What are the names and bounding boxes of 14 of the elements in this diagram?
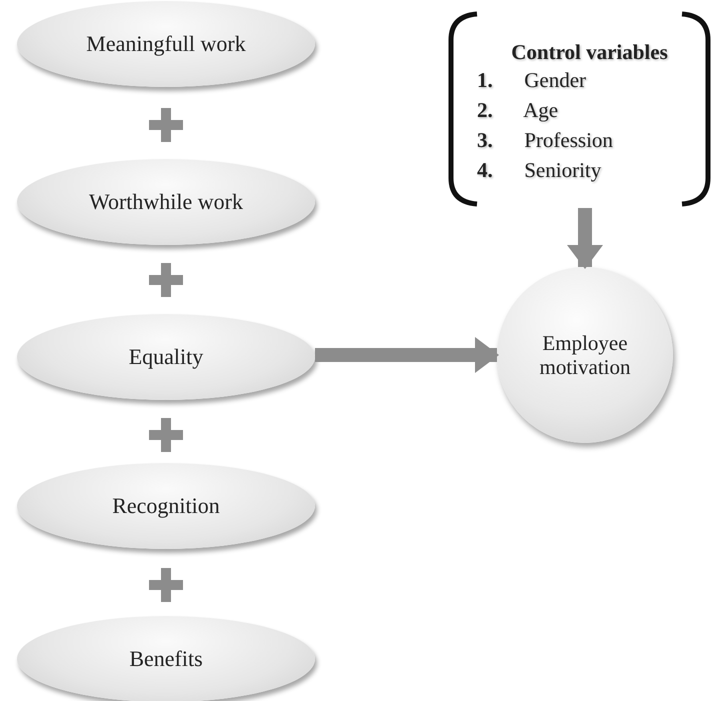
node-label: Benefits	[129, 646, 203, 672]
list-item: 4. Seniority	[477, 157, 602, 184]
bracket-box	[447, 10, 712, 208]
node-label: Equality	[128, 344, 204, 370]
node-label: Meaningfull work	[86, 31, 246, 57]
node-label: Employee motivation	[538, 330, 632, 380]
block-arrow	[315, 337, 499, 373]
node-label: Worthwhile work	[88, 189, 244, 215]
list-item: 1. Gender	[477, 67, 586, 94]
list-item: 3. Profession	[477, 127, 613, 154]
block-arrow	[567, 208, 603, 269]
node-label: Recognition	[112, 493, 220, 519]
box-heading: Control variables	[511, 40, 668, 65]
list-item: 2. Age	[477, 97, 558, 124]
